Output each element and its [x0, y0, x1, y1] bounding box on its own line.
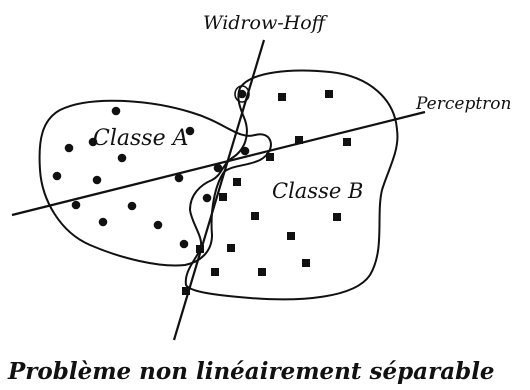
- circled-point-top: [234, 85, 250, 103]
- widrow-hoff-label: Widrow-Hoff: [203, 12, 329, 34]
- class-a-point: [127, 201, 137, 211]
- class-a-region: [38, 99, 272, 267]
- class-b-point: [343, 138, 351, 146]
- class-a-point: [52, 171, 62, 181]
- class-b-point: [182, 287, 190, 295]
- class-a-point: [185, 126, 195, 136]
- perceptron-line: [11, 110, 426, 217]
- class-a-point: [92, 175, 102, 185]
- class-b-point: [295, 136, 303, 144]
- class-a-point: [202, 193, 212, 203]
- class-b-point: [251, 212, 259, 220]
- class-b-point: [219, 193, 227, 201]
- class-b-point: [196, 245, 204, 253]
- class-b-point: [233, 178, 241, 186]
- class-a-point: [179, 239, 189, 249]
- class-b-point: [227, 244, 235, 252]
- class-b-point: [333, 213, 341, 221]
- class-a-point: [213, 163, 223, 173]
- class-a-point: [71, 200, 81, 210]
- class-a-point: [174, 173, 184, 183]
- class-a-point: [64, 143, 74, 153]
- class-a-point: [117, 153, 127, 163]
- diagram-caption: Problème non linéairement séparable: [7, 358, 495, 385]
- class-b-points: [182, 90, 351, 295]
- class-b-point: [325, 90, 333, 98]
- class-b-point: [287, 232, 295, 240]
- class-b-label: Classe B: [272, 179, 363, 203]
- class-a-point: [88, 137, 98, 147]
- perceptron-label: Perceptron: [415, 94, 511, 114]
- class-a-point: [98, 217, 108, 227]
- class-b-point: [302, 259, 310, 267]
- class-a-point: [153, 220, 163, 230]
- class-a-point: [237, 89, 247, 99]
- class-b-point: [266, 153, 274, 161]
- class-a-points: [52, 89, 250, 249]
- class-a-label: Classe A: [93, 126, 188, 151]
- class-a-point: [240, 146, 250, 156]
- class-a-point: [111, 106, 121, 116]
- class-b-point: [258, 268, 266, 276]
- class-b-point: [211, 268, 219, 276]
- class-b-point: [278, 93, 286, 101]
